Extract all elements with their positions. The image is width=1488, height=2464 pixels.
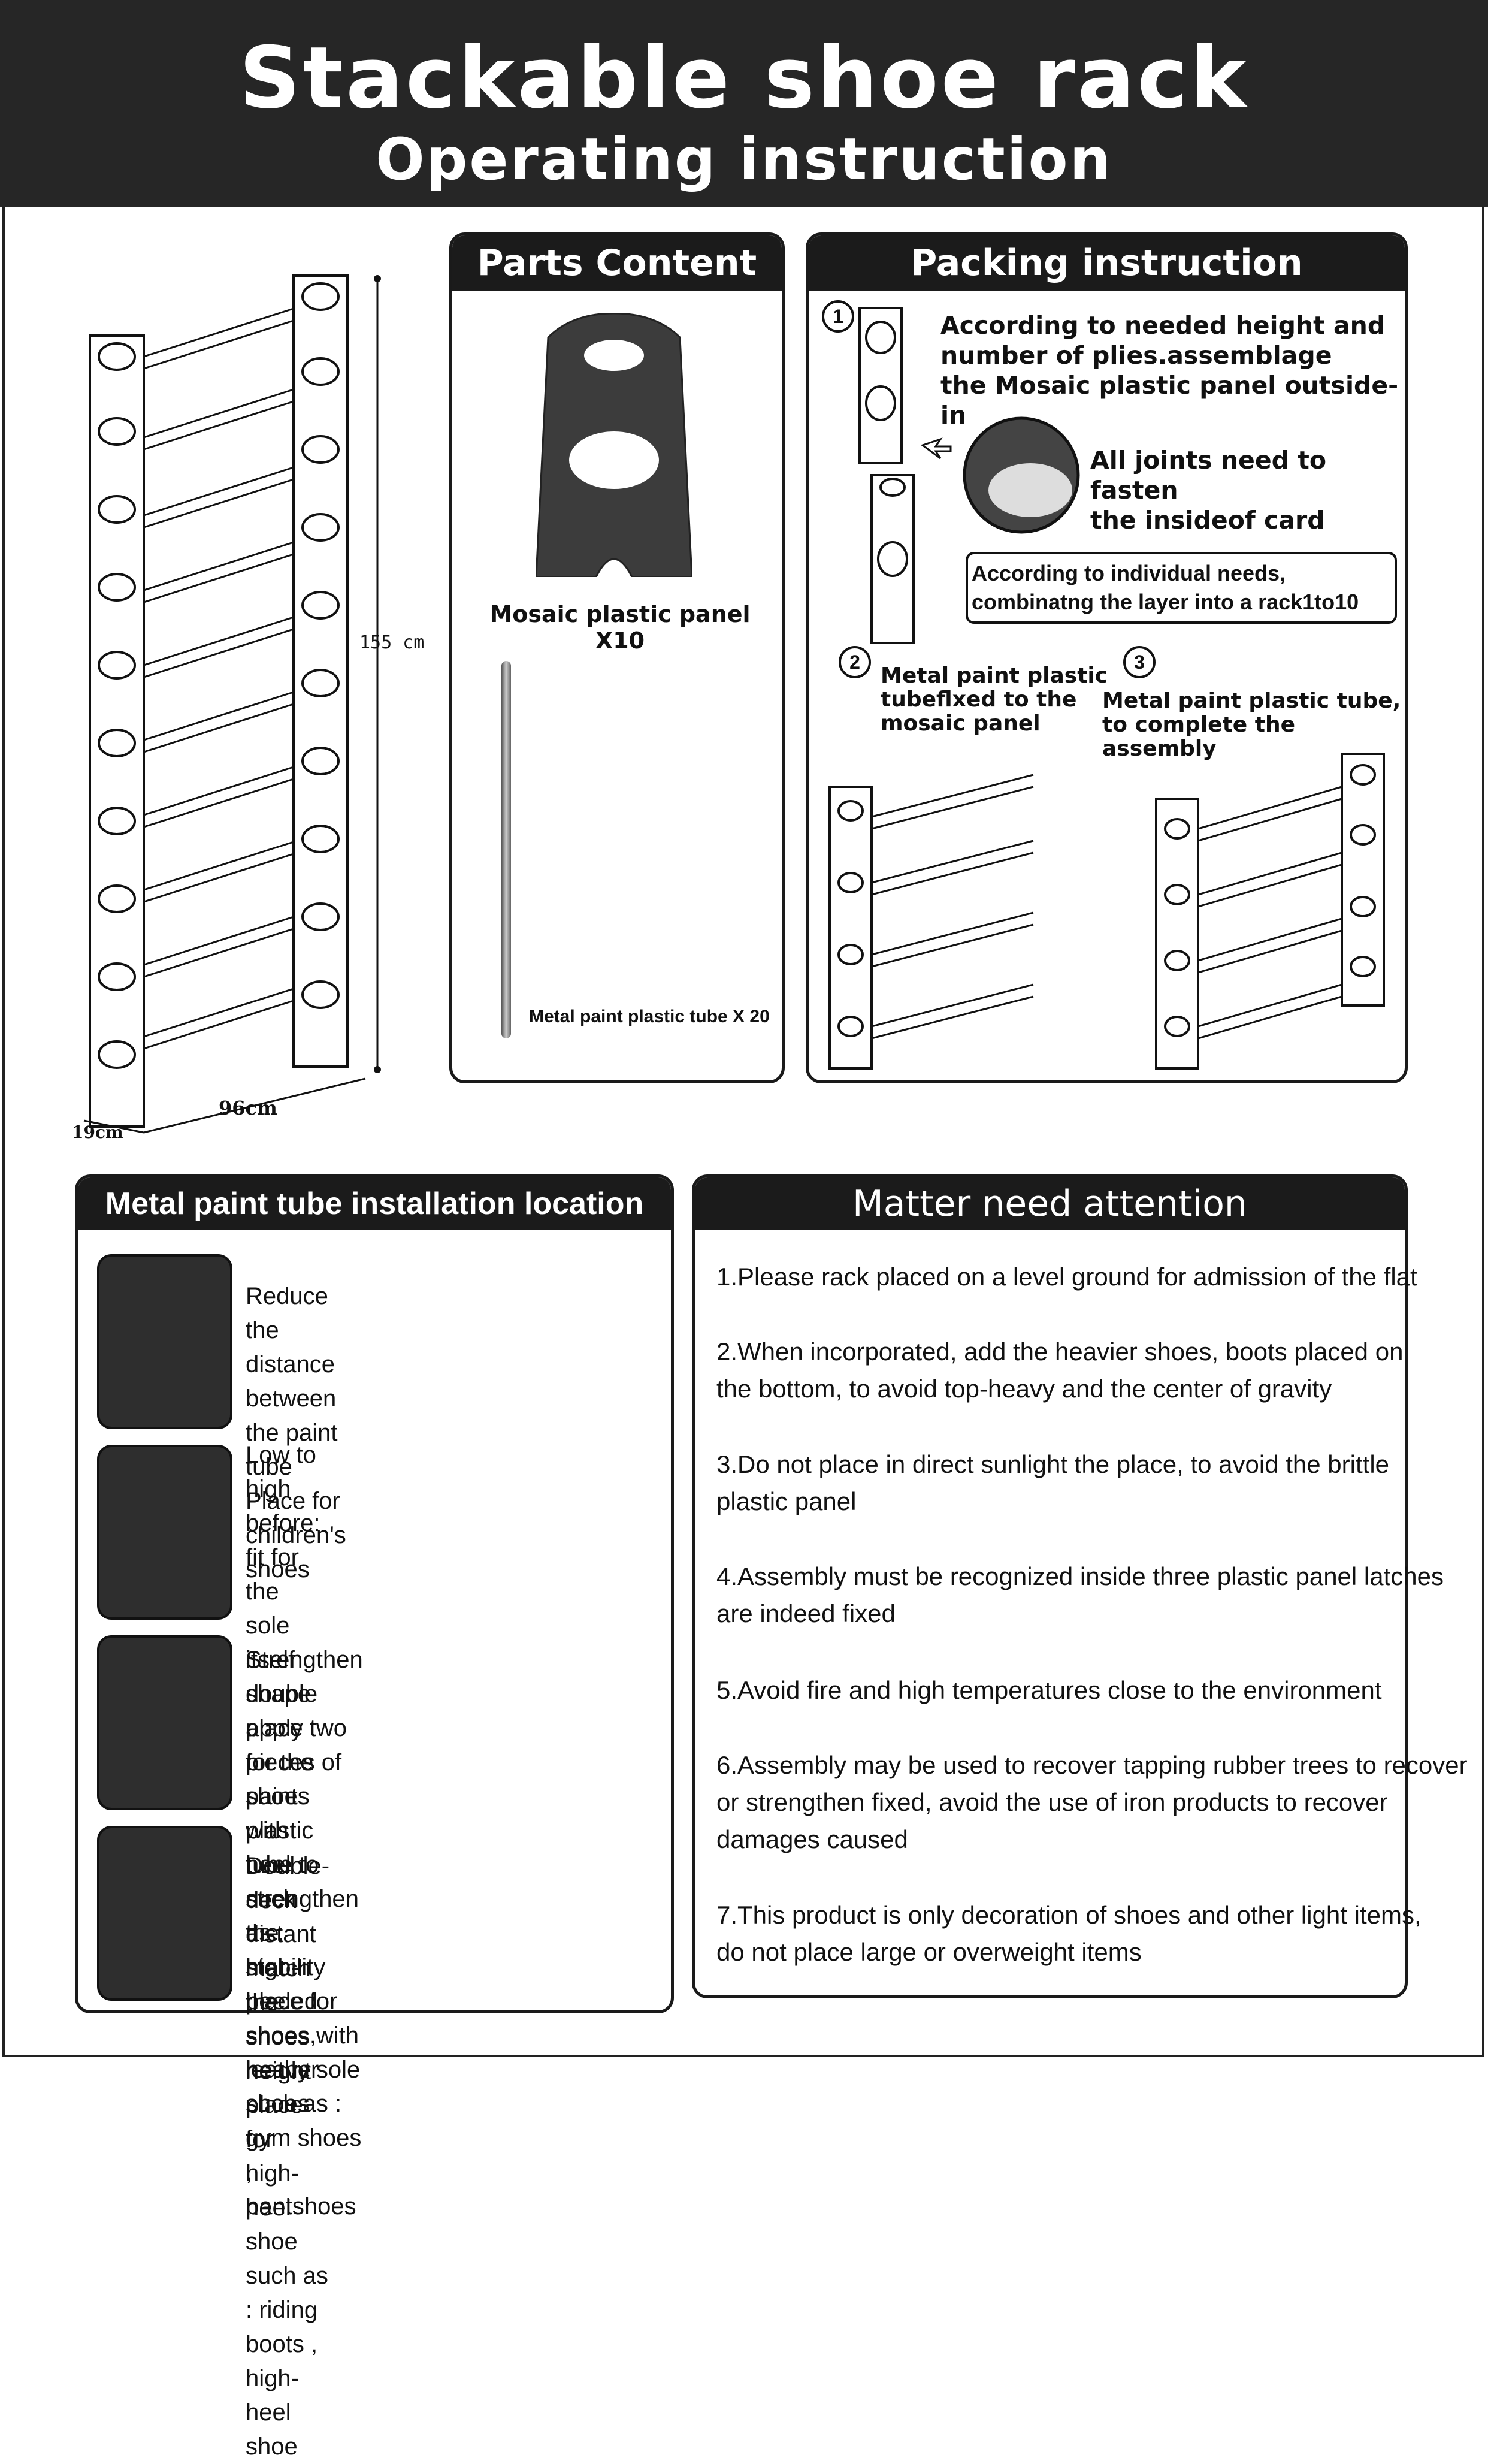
step3-illustration: [1155, 753, 1385, 1070]
parts-content-panel: Parts Content Mosaic plastic panel X10 M…: [449, 232, 785, 1083]
step1-text: According to needed height and number of…: [940, 311, 1399, 430]
step2-text: Metal paint plastic tubeflxed to the mos…: [881, 663, 1108, 736]
page-frame: [2, 207, 1484, 2057]
install-text-4: Double-deck distant match the shoes heig…: [246, 1853, 330, 2460]
depth-dimension: 19cm: [72, 1122, 123, 1142]
page-subtitle: Operating instruction: [376, 126, 1112, 193]
attention-panel: Matter need attention: [692, 1174, 1408, 1998]
joint-closeup-image: [963, 416, 1080, 534]
install-text-2: Low to high before: fit for the sole its…: [246, 1442, 320, 2117]
attention-item-3: 3.Do not place in direct sunlight the pl…: [716, 1450, 1390, 1515]
install-text-1: Reduce the distance between the paint tu…: [246, 1283, 346, 1583]
attention-item-4: 4.Assembly must be recognized inside thr…: [716, 1562, 1444, 1627]
metal-tube-image: [501, 661, 511, 1038]
parts-heading: Parts Content: [452, 235, 782, 291]
step1-number: 1: [822, 300, 854, 333]
step3-number: 3: [1123, 646, 1156, 678]
install-thumb-2: [97, 1445, 232, 1620]
page-title: Stackable shoe rack: [239, 29, 1249, 128]
packing-instruction-panel: Packing instruction 1 According to neede…: [806, 232, 1408, 1083]
metal-tube-label: Metal paint plastic tube X 20: [529, 1007, 770, 1026]
attention-item-2: 2.When incorporated, add the heavier sho…: [716, 1337, 1404, 1403]
joint-note: All joints need to fasten the insideof c…: [1090, 446, 1327, 535]
attention-item-5: 5.Avoid fire and high temperatures close…: [716, 1676, 1382, 1704]
mosaic-panel-label: Mosaic plastic panel X10: [489, 601, 751, 654]
panel-joint-illustration: [858, 307, 952, 644]
attention-item-7: 7.This product is only decoration of sho…: [716, 1901, 1422, 1966]
install-thumb-3: [97, 1635, 232, 1810]
assembled-rack-illustration: [83, 274, 381, 1134]
step3-text: Metal paint plastic tube, to complete th…: [1102, 689, 1401, 761]
height-dimension: 155 cm: [359, 632, 425, 653]
step2-illustration: [828, 774, 1034, 1070]
packing-heading: Packing instruction: [809, 235, 1405, 291]
width-dimension: 96cm: [219, 1097, 277, 1119]
mosaic-panel-image: [536, 313, 692, 577]
attention-heading: Matter need attention: [695, 1177, 1405, 1230]
step2-number: 2: [839, 646, 871, 678]
attention-item-6: 6.Assembly may be used to recover tappin…: [716, 1751, 1468, 1853]
install-thumb-4: [97, 1826, 232, 2001]
install-thumb-1: [97, 1254, 232, 1429]
attention-item-1: 1.Please rack placed on a level ground f…: [716, 1263, 1417, 1291]
installation-heading: Metal paint tube installation location: [78, 1177, 671, 1230]
page-header: Stackable shoe rack Operating instructio…: [0, 0, 1488, 207]
layer-combination-note: According to individual needs, combinatn…: [966, 552, 1397, 624]
